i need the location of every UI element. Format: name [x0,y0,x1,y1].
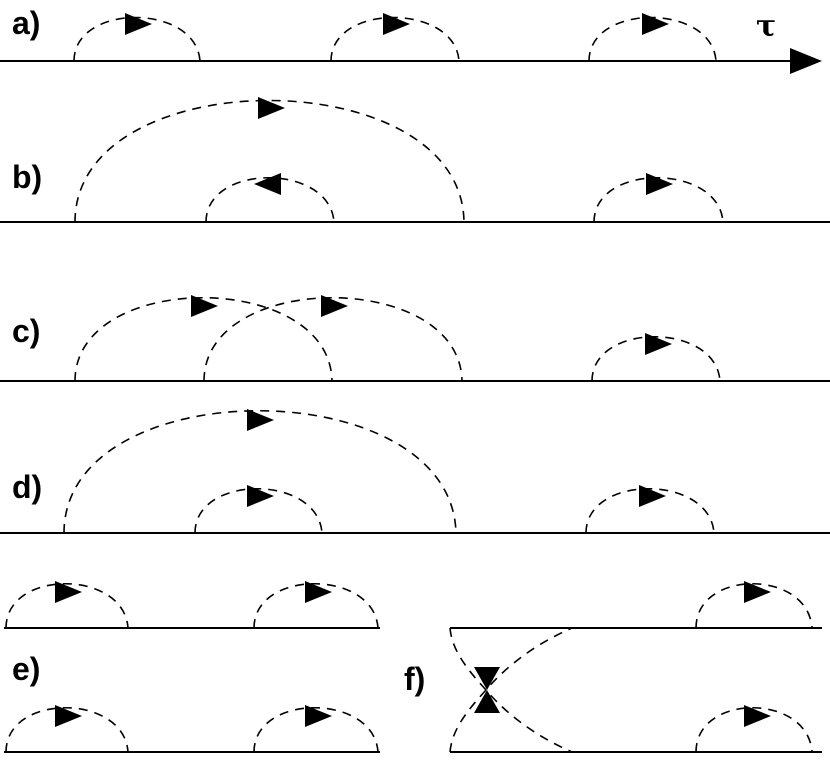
panel-f-label: f) [404,661,425,697]
crossing-propagator-arc-1 [74,296,333,382]
crossing-propagator-2 [449,627,573,753]
direction-arrow-icon [639,485,666,507]
direction-arrow-icon [125,13,152,35]
propagator-arc [591,335,721,382]
propagator-arc [253,582,379,629]
direction-arrow-icon [383,13,410,35]
direction-arrow-icon [645,333,672,355]
time-axis-label: τ [756,9,776,44]
reverse-direction-arrow-icon [254,173,281,195]
upper-vertex-arrow-icon [474,667,500,690]
direction-arrow-icon [247,409,274,431]
time-axis-arrowhead [790,48,822,74]
propagator-arc [695,582,813,629]
outer-propagator-arc [74,99,465,223]
panel-a-label: a) [12,5,40,41]
propagator-arc [5,706,129,753]
panel-b-label: b) [12,159,42,195]
propagator-arc [585,487,715,534]
panel-e: e) [4,581,380,753]
outer-propagator-arc [63,410,457,534]
lower-vertex-arrow-icon [474,690,500,713]
panel-b: b) [0,97,830,223]
direction-arrow-icon [258,97,285,119]
panel-e-label: e) [12,651,40,687]
crossing-propagator-1 [449,627,573,753]
inner-propagator-arc [194,487,323,534]
propagator-arc [253,706,379,753]
propagator-arc [695,706,813,753]
panel-c: c) [0,295,830,382]
direction-arrow-icon [642,13,669,35]
panel-a: a) τ [0,5,822,74]
panel-f: f) [404,581,822,753]
direction-arrow-icon [646,173,673,195]
propagator-arc [5,582,129,629]
panel-c-label: c) [12,313,40,349]
panel-d: d) [0,409,830,534]
panel-d-label: d) [12,469,42,505]
inner-propagator-arc [205,176,335,223]
